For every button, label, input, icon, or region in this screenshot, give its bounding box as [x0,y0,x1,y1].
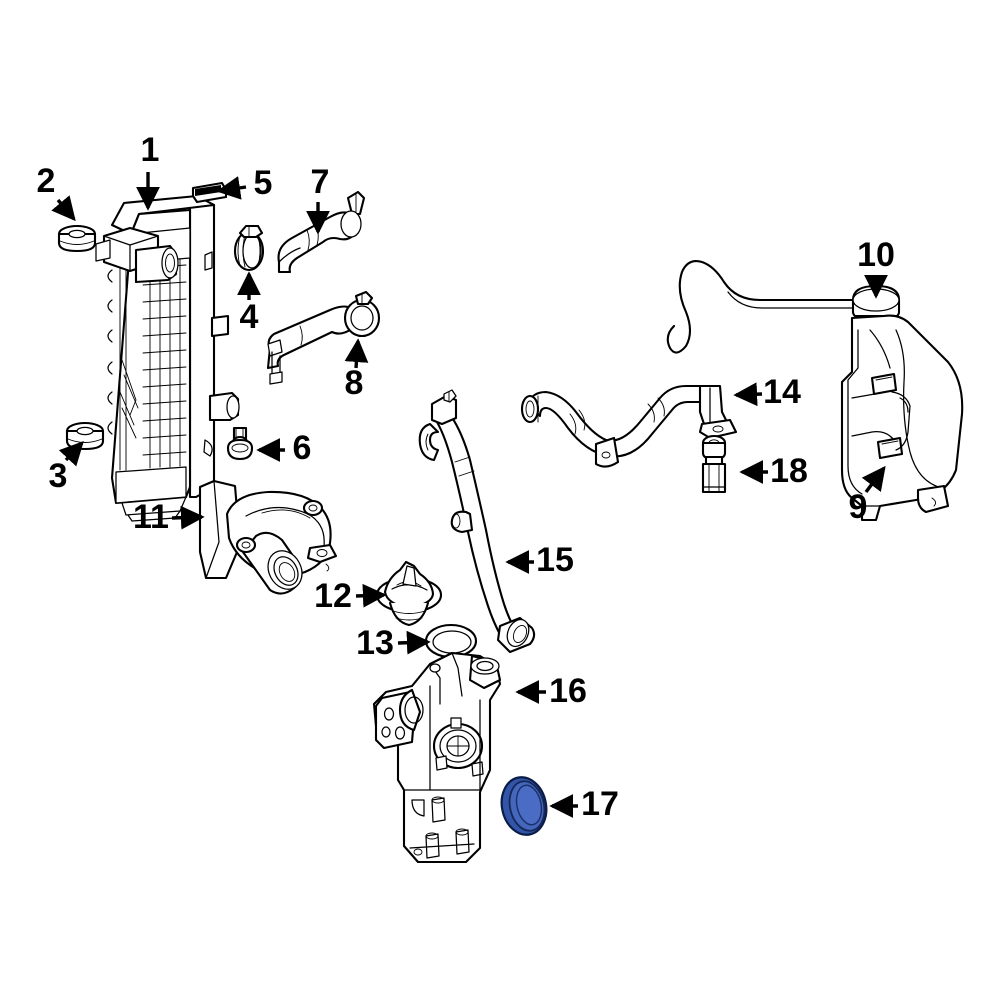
part-heater-hose-assembly [520,260,860,468]
leader-14 [733,382,763,407]
callout-label-16: 16 [549,672,587,710]
leader-5 [216,176,247,200]
callout-label-4: 4 [240,298,259,336]
part-coolant-recovery-bottle [840,284,964,522]
callout-label-5: 5 [254,164,273,202]
part-thermostat [375,560,443,627]
part-bleeder-valve [701,434,727,494]
part-water-pump-seal-highlighted [500,776,548,836]
part-thermostat-housing [198,479,338,595]
leader-3 [58,441,84,467]
part-isolator-grommet-upper [57,224,97,253]
part-hose-clamp-4 [233,224,265,272]
part-radiator-assembly [95,181,240,522]
leader-8 [344,338,369,369]
callout-label-7: 7 [311,163,330,201]
callout-label-8: 8 [345,364,364,402]
callout-label-12: 12 [314,577,352,615]
callout-label-2: 2 [37,162,56,200]
leader-13 [397,630,431,655]
callout-label-15: 15 [536,541,574,579]
part-thermostat-o-ring [424,623,478,659]
leader-2 [51,195,76,222]
part-isolator-grommet-lower [65,421,105,451]
callout-label-11: 11 [133,498,169,536]
callout-label-18: 18 [770,452,808,490]
part-drain-petcock [226,426,254,461]
callout-label-13: 13 [356,624,394,662]
leader-12 [355,583,387,608]
callout-label-1: 1 [141,131,160,169]
part-upper-radiator-hose [277,190,366,274]
part-water-pump-bracket [372,651,502,864]
callout-label-9: 9 [849,488,868,526]
callout-label-3: 3 [49,457,68,495]
part-lower-radiator-hose [266,290,381,385]
leader-9 [861,465,886,494]
callout-label-14: 14 [763,373,801,411]
callout-label-17: 17 [581,785,619,823]
leader-11 [171,505,205,530]
callout-label-6: 6 [293,429,312,467]
part-coolant-return-tube [418,389,536,654]
callout-label-10: 10 [857,236,895,274]
callout-leaders [51,172,888,818]
part-radiator-bracket-5 [191,181,228,204]
